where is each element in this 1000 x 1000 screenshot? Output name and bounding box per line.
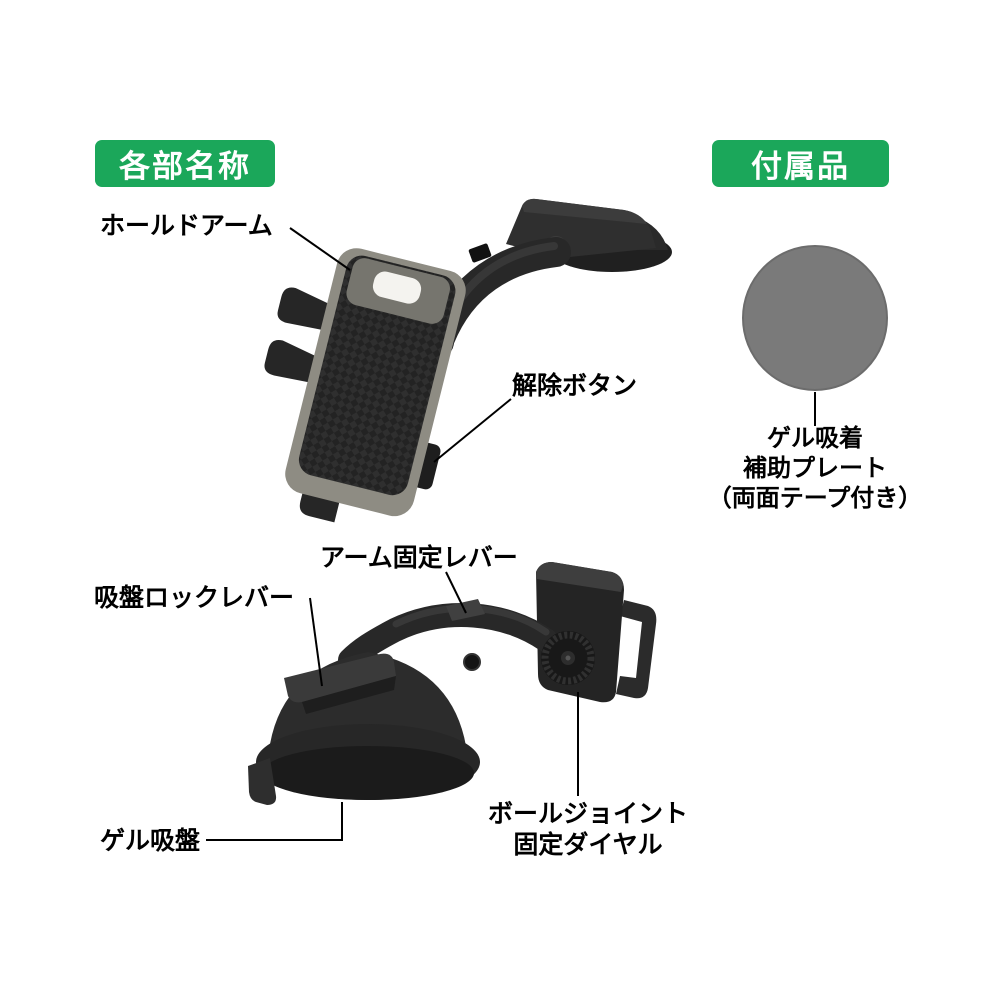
label-gel-plate-line2: 補助プレート — [743, 455, 887, 482]
base-arm — [338, 603, 558, 672]
gel-plate-circle — [742, 245, 888, 391]
section-title-accessories-text: 付属品 — [751, 149, 850, 184]
label-suction-lock-lever: 吸盤ロックレバー — [94, 584, 295, 612]
callout-line-gel-cup — [206, 802, 343, 841]
label-gel-suction-cup: ゲル吸盤 — [100, 827, 201, 855]
pull-tab — [248, 758, 277, 805]
section-title-parts: 各部名称 — [95, 140, 275, 187]
base-illustration — [248, 562, 657, 805]
section-title-parts-text: 各部名称 — [119, 149, 251, 184]
arm-clip — [468, 243, 492, 263]
label-gel-plate: ゲル吸着 補助プレート （両面テープ付き） — [695, 424, 935, 514]
section-title-accessories: 付属品 — [712, 140, 889, 187]
label-gel-plate-line3: （両面テープ付き） — [707, 485, 923, 512]
callout-line-release-button — [433, 398, 512, 463]
grip-arm-lower — [264, 339, 320, 384]
callout-line-hold-arm — [289, 227, 351, 271]
label-gel-plate-line1: ゲル吸着 — [767, 425, 863, 452]
mount-with-cradle-illustration — [264, 198, 672, 523]
label-arm-lock-lever: アーム固定レバー — [320, 544, 518, 572]
callout-lines — [206, 227, 816, 841]
label-ball-joint-line2: 固定ダイヤル — [513, 831, 663, 859]
label-ball-joint-line1: ボールジョイント — [487, 800, 688, 828]
mount-plate-bracket — [616, 600, 657, 699]
label-ball-joint-dial: ボールジョイント 固定ダイヤル — [483, 799, 693, 861]
grip-arm-upper — [277, 287, 333, 331]
suction-lock-lever-part — [284, 653, 396, 703]
callout-line-suction-lock-lever — [309, 597, 323, 687]
phone-cradle — [264, 248, 466, 523]
callout-line-arm-lock-lever — [445, 571, 467, 614]
label-hold-arm: ホールドアーム — [100, 212, 273, 240]
label-release-button: 解除ボタン — [512, 372, 638, 400]
